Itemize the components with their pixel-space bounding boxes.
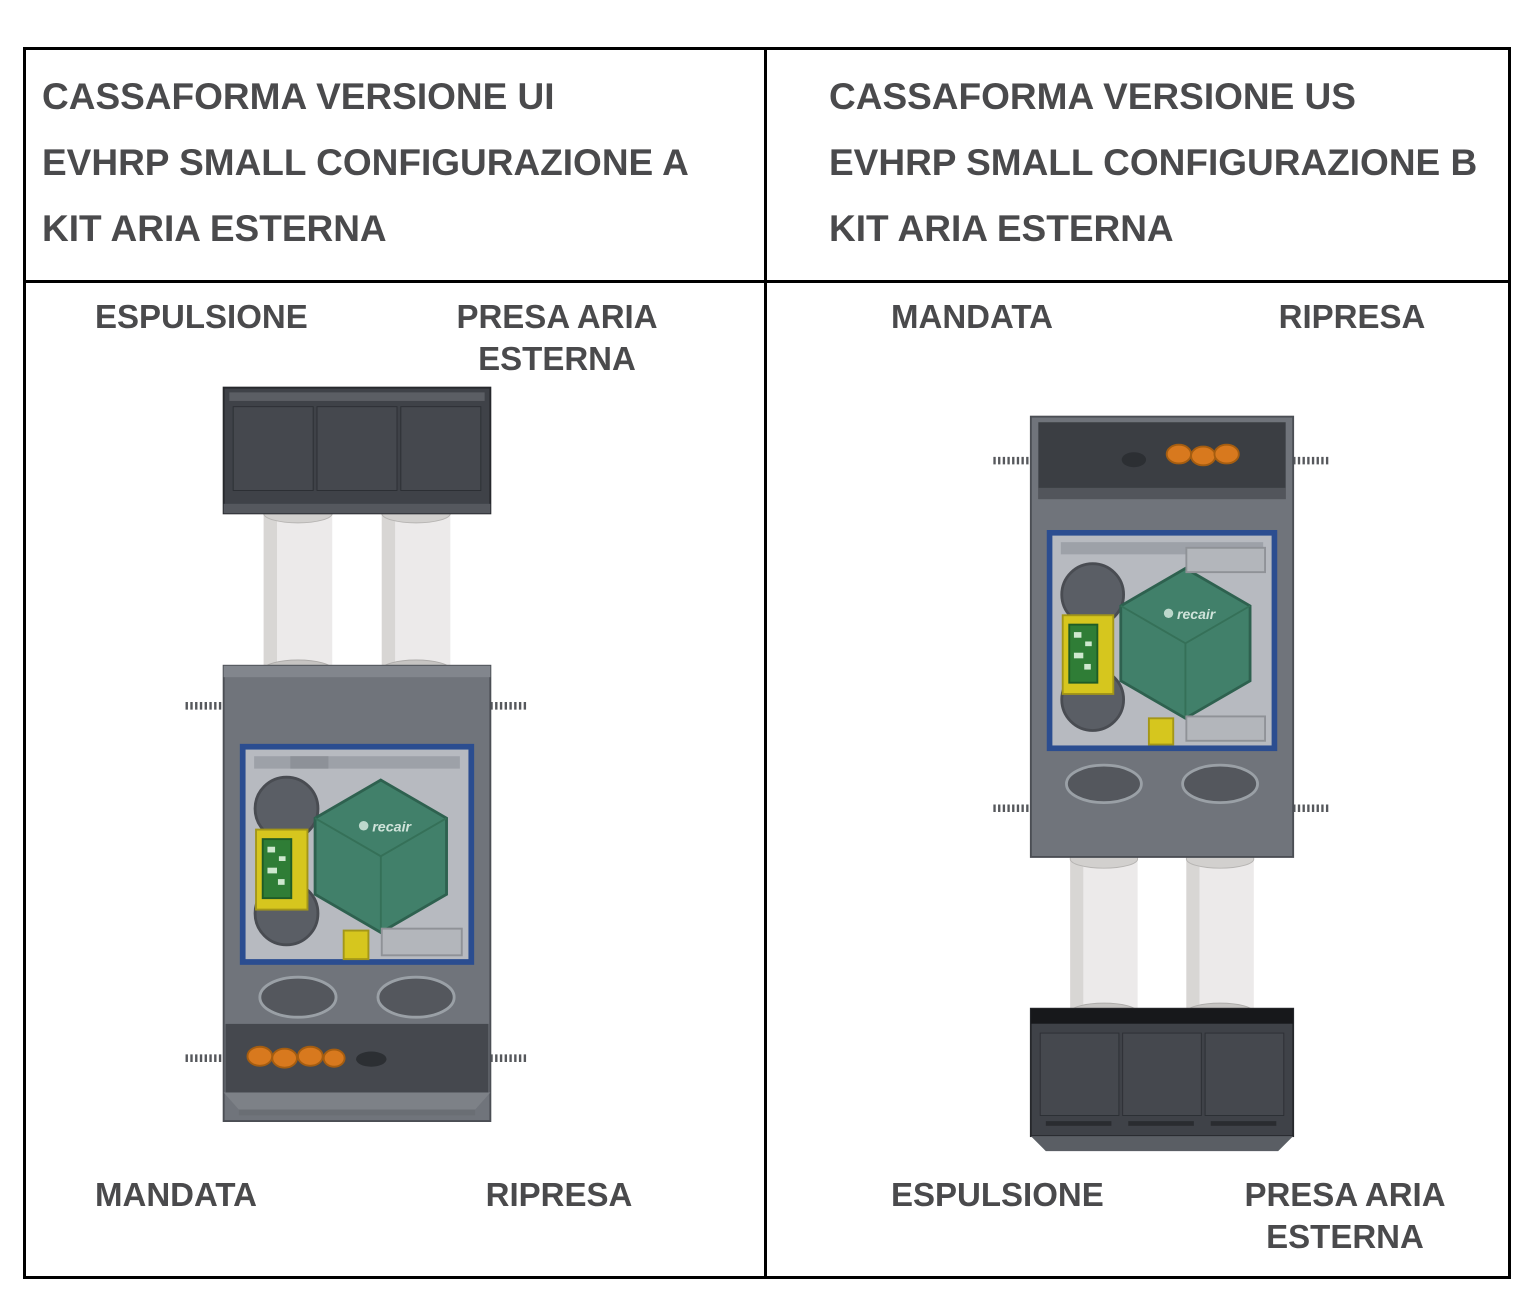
duct-label-bottom-left: ESPULSIONE	[891, 1176, 1104, 1213]
cable-gland	[246, 1045, 274, 1067]
recair-logo-icon	[358, 821, 369, 831]
title-line-1: CASSAFORMA VERSIONE UI	[42, 76, 555, 117]
diagram-frame: CASSAFORMA VERSIONE UI EVHRP SMALL CONFI…	[23, 47, 1511, 1279]
drain-hole	[1121, 452, 1147, 468]
duct-label-bottom-left: MANDATA	[95, 1176, 257, 1213]
label-plate	[1185, 546, 1266, 574]
external-air-kit-box	[222, 386, 492, 515]
panel-title-config-b: CASSAFORMA VERSIONE US EVHRP SMALL CONFI…	[767, 50, 1508, 283]
panel-configuration-a: CASSAFORMA VERSIONE UI EVHRP SMALL CONFI…	[26, 50, 767, 1276]
duct-port	[1181, 763, 1259, 805]
cable-gland	[296, 1045, 324, 1067]
title-line-1: CASSAFORMA VERSIONE US	[829, 76, 1356, 117]
diagram-area-config-b: MANDATA RIPRESA ESPULSIONE PRESA ARIA ES…	[767, 286, 1508, 1276]
recair-logo-text: recair	[1177, 606, 1217, 622]
title-line-2: EVHRP SMALL CONFIGURAZIONE A	[42, 142, 689, 183]
panel-configuration-b: CASSAFORMA VERSIONE US EVHRP SMALL CONFI…	[767, 50, 1508, 1276]
duct-label-top-left: MANDATA	[891, 298, 1053, 335]
duct-port	[376, 975, 456, 1019]
duct-label-bottom-right: PRESA ARIA ESTERNA	[1244, 1176, 1446, 1255]
external-air-kit-box	[1029, 1007, 1295, 1152]
connector-compartment	[1038, 422, 1286, 500]
controller-pcb	[1068, 623, 1099, 684]
drain-hole	[356, 1051, 387, 1067]
label-plate	[380, 927, 463, 957]
unit-illustration-config-a: recair	[185, 386, 529, 1122]
duct-port	[1065, 763, 1143, 805]
drain-fitting	[342, 929, 370, 961]
recair-logo-text: recair	[372, 819, 412, 835]
cable-gland	[1165, 443, 1192, 465]
unit-illustration-config-b: recair	[993, 415, 1331, 1152]
cable-gland	[1213, 443, 1240, 465]
duct-label-top-right: PRESA ARIA ESTERNA	[456, 298, 658, 377]
main-unit-box: recair	[993, 415, 1331, 858]
title-line-3: KIT ARIA ESTERNA	[42, 208, 387, 249]
recair-logo-icon	[1163, 608, 1174, 619]
duct-port	[258, 975, 338, 1019]
title-line-3: KIT ARIA ESTERNA	[829, 208, 1174, 249]
duct-label-top-right: RIPRESA	[1278, 298, 1426, 335]
duct-label-bottom-right: RIPRESA	[485, 1176, 633, 1213]
cable-gland	[322, 1048, 346, 1068]
cable-gland	[271, 1047, 298, 1069]
title-line-2: EVHRP SMALL CONFIGURAZIONE B	[829, 142, 1478, 183]
drain-fitting	[1147, 717, 1175, 746]
panel-title-config-a: CASSAFORMA VERSIONE UI EVHRP SMALL CONFI…	[26, 50, 764, 283]
label-plate	[1185, 715, 1266, 742]
silencer-ducts	[263, 503, 451, 680]
duct-label-top-left: ESPULSIONE	[95, 298, 308, 335]
silencer-ducts	[1069, 848, 1255, 1023]
diagram-area-config-a: ESPULSIONE PRESA ARIA ESTERNA MANDATA RI…	[26, 286, 764, 1276]
cable-gland	[1190, 445, 1217, 467]
main-unit-box: recair	[185, 664, 529, 1122]
